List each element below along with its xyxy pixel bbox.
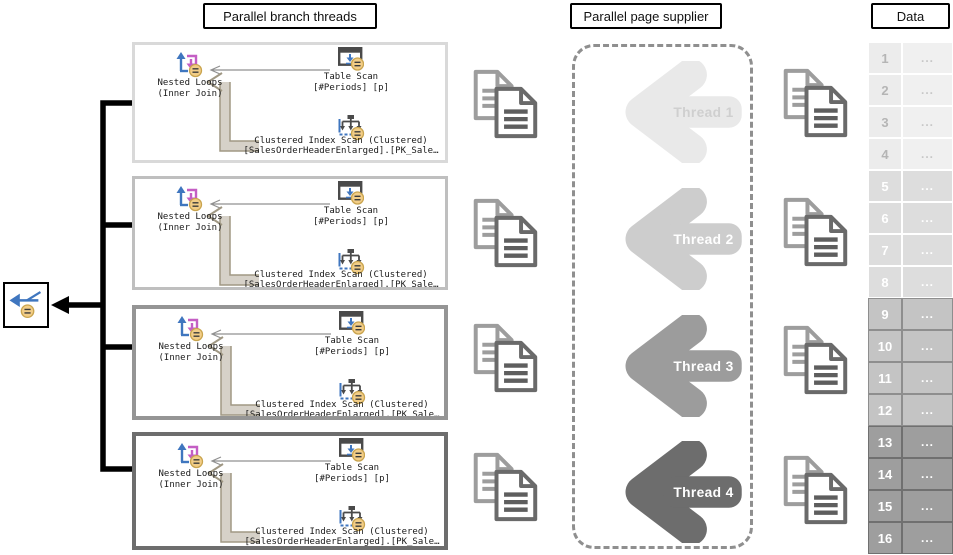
plan-data-flow-arrows (207, 329, 331, 416)
data-table-group-1: 1 ... 2 ... 3 ... 4 ... (868, 42, 953, 170)
row-number-cell: 11 (868, 362, 902, 394)
gather-streams-parallelism-icon (7, 289, 45, 322)
gather-streams-operator (3, 282, 49, 328)
row-value-cell: ... (902, 234, 953, 266)
row-number-cell: 5 (868, 170, 902, 202)
row-value-cell: ... (902, 202, 953, 234)
row-value-cell: ... (902, 42, 953, 74)
nested-loops-icon (175, 50, 203, 78)
operator-label-table-scan: Table Scan[#Periods] [p] (314, 463, 390, 484)
nested-loops-icon (176, 314, 204, 342)
operator-label-nested-loops: Nested Loops(Inner Join) (157, 78, 223, 99)
plan-data-flow-arrows (206, 199, 330, 286)
document-pages-icon (781, 324, 849, 396)
row-number-cell: 10 (868, 330, 902, 362)
operator-label-nested-loops: Nested Loops(Inner Join) (157, 212, 223, 233)
row-number-cell: 16 (868, 522, 902, 554)
svg-text:Thread 1: Thread 1 (673, 105, 733, 120)
operator-label-clustered-index-scan: Clustered Index Scan (Clustered)[SalesOr… (243, 136, 439, 156)
row-value-cell: ... (902, 394, 953, 426)
nested-loops-icon (175, 184, 203, 212)
row-number-cell: 15 (868, 490, 902, 522)
operator-label-clustered-index-scan: Clustered Index Scan (Clustered)[SalesOr… (244, 400, 440, 420)
operator-label-clustered-index-scan: Clustered Index Scan (Clustered)[SalesOr… (243, 270, 439, 290)
row-value-cell: ... (902, 74, 953, 106)
data-table-group-4: 13 ... 14 ... 15 ... 16 ... (868, 426, 953, 554)
row-value-cell: ... (902, 266, 953, 298)
row-number-cell: 6 (868, 202, 902, 234)
title-data: Data (871, 3, 950, 29)
row-value-cell: ... (902, 458, 953, 490)
title-parallel-page-supplier: Parallel page supplier (570, 3, 722, 29)
title-parallel-branch-threads: Parallel branch threads (203, 3, 377, 29)
plan-data-flow-arrows (206, 65, 330, 152)
table-scan-icon (338, 181, 364, 205)
row-number-cell: 7 (868, 234, 902, 266)
data-pages-table: 1 ... 2 ... 3 ... 4 ... 5 ... 6 ... 7 ..… (868, 42, 953, 554)
document-pages-icon (471, 68, 539, 140)
data-table-group-2: 5 ... 6 ... 7 ... 8 ... (868, 170, 953, 298)
operator-label-table-scan: Table Scan[#Periods] [p] (313, 72, 389, 93)
table-scan-icon (339, 311, 365, 335)
row-value-cell: ... (902, 106, 953, 138)
row-number-cell: 9 (868, 298, 902, 330)
plan-box-thread-2: Nested Loops(Inner Join) Table Scan[#Per… (132, 176, 448, 290)
row-number-cell: 4 (868, 138, 902, 170)
row-value-cell: ... (902, 426, 953, 458)
row-value-cell: ... (902, 330, 953, 362)
operator-label-nested-loops: Nested Loops(Inner Join) (158, 342, 224, 363)
row-value-cell: ... (902, 298, 953, 330)
row-number-cell: 13 (868, 426, 902, 458)
thread-1-arrow: Thread 1 (608, 61, 746, 163)
thread-3-arrow: Thread 3 (608, 315, 746, 417)
document-pages-icon (471, 451, 539, 523)
row-number-cell: 2 (868, 74, 902, 106)
thread-2-arrow: Thread 2 (608, 188, 746, 290)
document-pages-icon (471, 197, 539, 269)
row-value-cell: ... (902, 170, 953, 202)
svg-text:Thread 2: Thread 2 (673, 232, 733, 247)
operator-label-nested-loops: Nested Loops(Inner Join) (158, 469, 224, 490)
data-table-group-3: 9 ... 10 ... 11 ... 12 ... (868, 298, 953, 426)
nested-loops-icon (176, 441, 204, 469)
table-scan-icon (338, 47, 364, 71)
document-pages-icon (781, 196, 849, 268)
plan-data-flow-arrows (207, 456, 331, 543)
thread-4-arrow: Thread 4 (608, 441, 746, 543)
row-number-cell: 8 (868, 266, 902, 298)
parallel-page-supplier-region (572, 44, 753, 549)
operator-label-table-scan: Table Scan[#Periods] [p] (314, 336, 390, 357)
row-value-cell: ... (902, 490, 953, 522)
row-value-cell: ... (902, 138, 953, 170)
row-number-cell: 12 (868, 394, 902, 426)
table-scan-icon (339, 438, 365, 462)
plan-box-thread-4: Nested Loops(Inner Join) Table Scan[#Per… (132, 432, 448, 550)
document-pages-icon (471, 322, 539, 394)
document-pages-icon (781, 454, 849, 526)
row-value-cell: ... (902, 362, 953, 394)
row-number-cell: 14 (868, 458, 902, 490)
plan-box-thread-1: Nested Loops(Inner Join) Table Scan[#Per… (132, 42, 448, 163)
svg-text:Thread 3: Thread 3 (673, 359, 733, 374)
row-number-cell: 3 (868, 106, 902, 138)
row-number-cell: 1 (868, 42, 902, 74)
operator-label-table-scan: Table Scan[#Periods] [p] (313, 206, 389, 227)
svg-text:Thread 4: Thread 4 (673, 485, 733, 500)
document-pages-icon (781, 67, 849, 139)
plan-box-thread-3: Nested Loops(Inner Join) Table Scan[#Per… (132, 305, 448, 420)
row-value-cell: ... (902, 522, 953, 554)
operator-label-clustered-index-scan: Clustered Index Scan (Clustered)[SalesOr… (244, 527, 440, 547)
